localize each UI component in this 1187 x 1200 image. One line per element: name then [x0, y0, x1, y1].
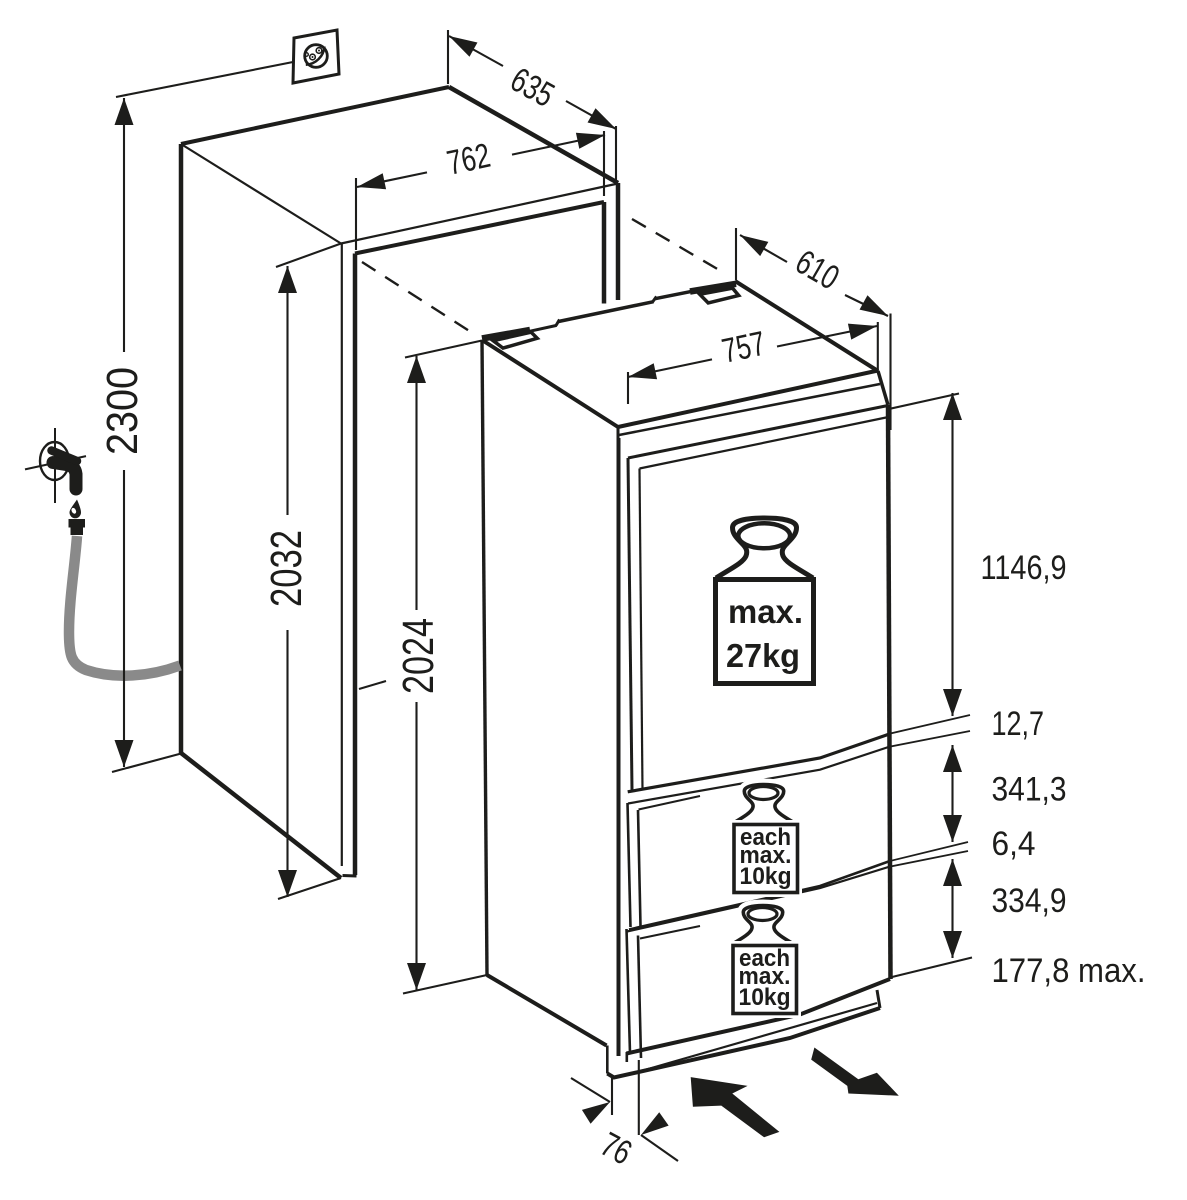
svg-text:12,7: 12,7: [992, 705, 1045, 743]
svg-text:6,4: 6,4: [992, 825, 1036, 863]
svg-text:177,8 max.: 177,8 max.: [992, 952, 1146, 990]
svg-text:max.: max.: [728, 593, 803, 630]
svg-text:10kg: 10kg: [739, 984, 791, 1011]
svg-text:each: each: [740, 824, 791, 851]
svg-text:each: each: [739, 945, 790, 972]
svg-text:10kg: 10kg: [740, 863, 792, 890]
svg-text:2032: 2032: [262, 530, 311, 607]
svg-text:341,3: 341,3: [992, 771, 1067, 809]
svg-text:334,9: 334,9: [992, 882, 1067, 920]
svg-text:2300: 2300: [98, 367, 147, 455]
svg-text:1146,9: 1146,9: [981, 549, 1067, 587]
svg-text:max.: max.: [739, 963, 791, 990]
svg-text:27kg: 27kg: [726, 637, 800, 674]
svg-text:2024: 2024: [394, 618, 443, 694]
svg-text:762: 762: [444, 137, 494, 183]
svg-text:max.: max.: [740, 842, 792, 869]
svg-text:757: 757: [719, 325, 769, 371]
